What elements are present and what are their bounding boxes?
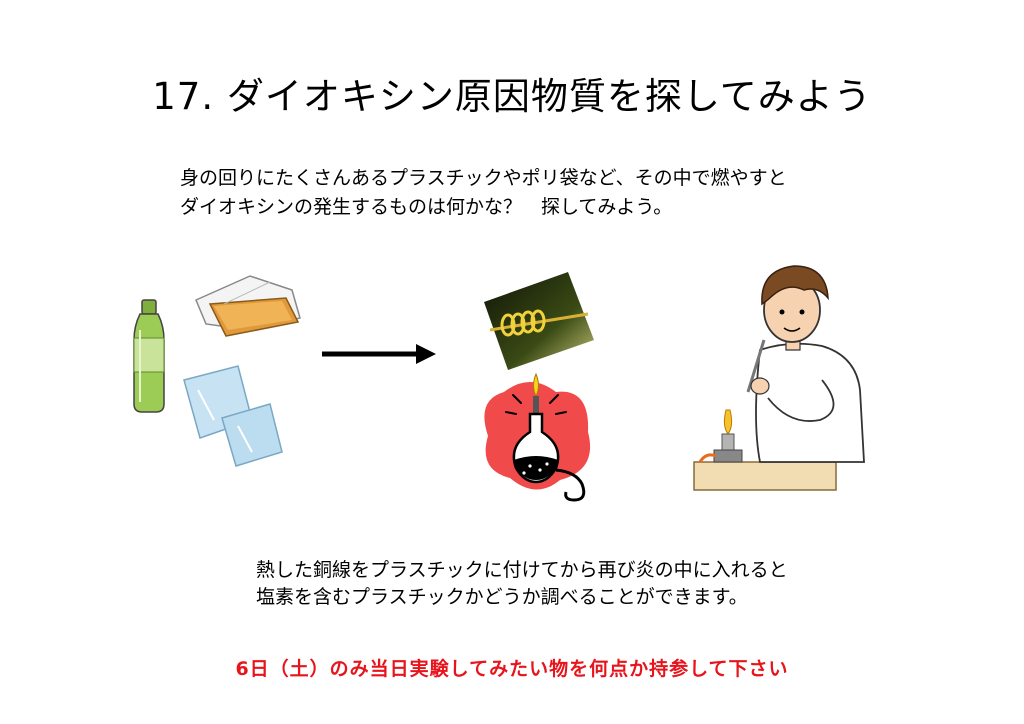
copper-coil-icon [484, 272, 594, 370]
plastic-container-icon [195, 275, 301, 337]
explanation-text: 熱した銅線をプラスチックに付けてから再び炎の中に入れると 塩素を含むプラスチック… [256, 557, 896, 611]
intro-text: 身の回りにたくさんあるプラスチックやポリ袋など、その中で燃やすと ダイオキシンの… [180, 164, 900, 222]
intro-line: 身の回りにたくさんあるプラスチックやポリ袋など、その中で燃やすと [180, 167, 787, 189]
page-title: 17. ダイオキシン原因物質を探してみよう [152, 75, 872, 118]
plastic-bottle-icon [133, 299, 165, 413]
explanation-line: 熱した銅線をプラスチックに付けてから再び炎の中に入れると [256, 559, 788, 581]
alcohol-lamp-icon [484, 372, 591, 502]
explanation-line: 塩素を含むプラスチックかどうか調べることができます。 [256, 586, 748, 608]
intro-line: ダイオキシンの発生するものは何かな？ 探してみよう。 [180, 196, 673, 218]
arrow-right-icon [322, 344, 436, 364]
notice-text: 6日（土）のみ当日実験してみたい物を何点か持参して下さい [235, 658, 789, 680]
student-experiment-icon [693, 265, 865, 491]
plastic-bag-icon [183, 365, 283, 467]
